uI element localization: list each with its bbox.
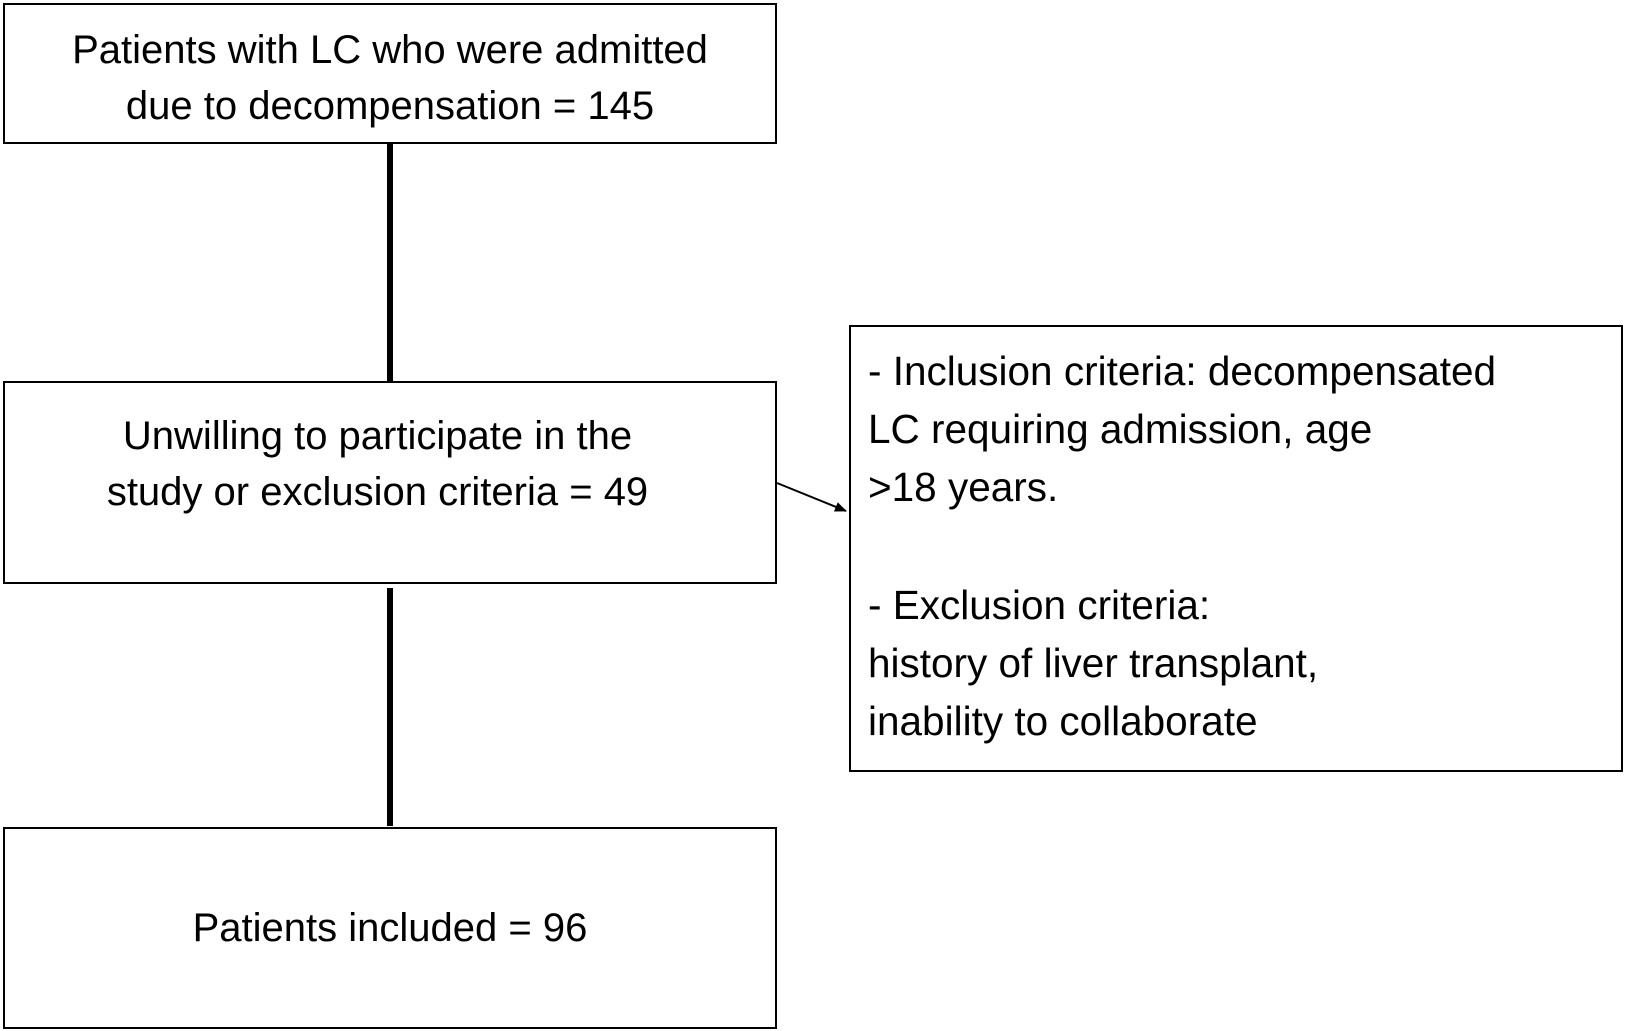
box-admitted-patients: Patients with LC who were admitted due t… [3,3,777,144]
excluded-line: Unwilling to participate in the [122,414,633,458]
inclusion-criteria-line: LC requiring admission, age [868,406,1373,452]
excluded-text: Unwilling to participate in the study or… [107,408,648,520]
admitted-line: due to decompensation = 145 [125,84,655,128]
exclusion-criteria-line: history of liver transplant, [868,640,1319,686]
included-text: Patients included = 96 [193,900,588,956]
exclusion-criteria-line: - Exclusion criteria: [868,582,1211,628]
box-included-patients: Patients included = 96 [3,827,777,1029]
box-criteria: - Inclusion criteria: decompensated LC r… [849,325,1623,772]
inclusion-criteria-line: >18 years. [868,464,1059,510]
excluded-line: study or exclusion criteria = 49 [106,470,649,514]
inclusion-criteria-line: - Inclusion criteria: decompensated [868,348,1497,394]
arrow-excluded-to-criteria [776,482,847,512]
admitted-line: Patients with LC who were admitted [72,28,708,72]
included-line: Patients included = 96 [192,906,588,950]
admitted-text: Patients with LC who were admitted due t… [72,22,708,134]
box-excluded-patients: Unwilling to participate in the study or… [3,381,777,584]
exclusion-criteria-line: inability to collaborate [868,698,1258,744]
criteria-spacer [868,516,1621,576]
